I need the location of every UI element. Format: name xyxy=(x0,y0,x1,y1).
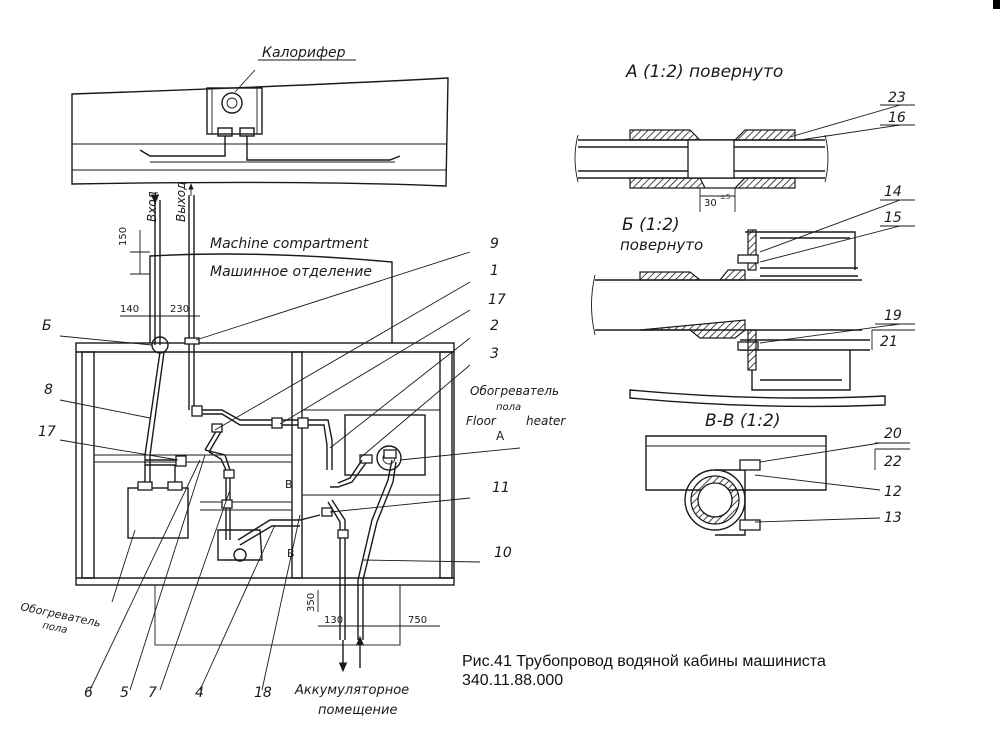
dim-140: 140 xyxy=(120,304,139,315)
marker-v-1: В xyxy=(285,478,293,491)
inlet-label: Вход xyxy=(145,191,159,222)
callout-6: 6 xyxy=(84,685,93,701)
floor-heater-left-2: пола xyxy=(41,620,68,636)
heater-label-en: heater xyxy=(526,414,566,428)
figure-caption: Рис.41 Трубопровод водяной кабины машини… xyxy=(462,652,922,690)
callout-17-right: 17 xyxy=(488,292,506,308)
floor-label-en: Floor xyxy=(466,414,497,428)
callout-20: 20 xyxy=(884,426,902,442)
caption-title: Рис.41 Трубопровод водяной кабины машини… xyxy=(462,653,826,670)
view-v: В-В (1:2) 20 22 12 13 xyxy=(645,411,910,536)
callout-b-left: Б xyxy=(42,318,52,334)
callout-22: 22 xyxy=(884,454,902,470)
dim-30: 30 xyxy=(704,198,717,209)
floor-heater-ru: Обогреватель xyxy=(470,384,559,398)
dim-750: 750 xyxy=(408,615,427,626)
dim-30-tol: ±5 xyxy=(720,193,730,201)
kalorifer-view: Калорифер xyxy=(71,45,449,187)
callout-13: 13 xyxy=(884,510,902,526)
battery-room-2: помещение xyxy=(318,703,397,718)
callout-18: 18 xyxy=(254,685,272,701)
view-b-title-1: Б (1:2) xyxy=(622,215,680,235)
dim-150: 150 xyxy=(118,227,129,246)
machine-compartment-en: Machine compartment xyxy=(210,236,369,252)
view-a: А (1:2) повернуто 30 ±5 23 16 xyxy=(574,62,915,212)
callout-9: 9 xyxy=(490,236,499,252)
view-v-title: В-В (1:2) xyxy=(705,411,781,431)
callout-4: 4 xyxy=(195,685,204,701)
view-b: Б (1:2) повернуто 14 15 19 21 xyxy=(591,184,915,408)
callout-8: 8 xyxy=(44,382,53,398)
callout-5: 5 xyxy=(120,685,129,701)
callout-2: 2 xyxy=(490,318,499,334)
callout-1: 1 xyxy=(490,263,499,279)
callout-19: 19 xyxy=(884,308,902,324)
view-b-title-2: повернуто xyxy=(620,236,703,254)
caption-code: 340.11.88.000 xyxy=(462,672,564,689)
battery-room-1: Аккумуляторное xyxy=(294,683,409,698)
outlet-label: Выход xyxy=(174,182,188,222)
marker-v-2: В xyxy=(287,547,295,560)
callout-14: 14 xyxy=(884,184,902,200)
view-a-title: А (1:2) повернуто xyxy=(625,62,783,82)
marker-a: А xyxy=(496,429,505,443)
callout-17-left: 17 xyxy=(38,424,56,440)
callout-23: 23 xyxy=(888,90,906,106)
dim-350: 350 xyxy=(306,593,317,612)
callout-12: 12 xyxy=(884,484,902,500)
kalorifer-label: Калорифер xyxy=(262,45,346,61)
callout-7: 7 xyxy=(148,685,157,701)
corner-mark xyxy=(993,0,1000,9)
callout-3: 3 xyxy=(490,346,499,362)
floor-heater-pola: пола xyxy=(496,402,521,413)
callout-21: 21 xyxy=(880,334,898,350)
machine-compartment-ru: Машинное отделение xyxy=(210,264,372,280)
callout-11: 11 xyxy=(492,480,510,496)
callout-16: 16 xyxy=(888,110,906,126)
callout-15: 15 xyxy=(884,210,902,226)
callout-10: 10 xyxy=(494,545,512,561)
main-view: 150 Machine compartment Машинное отделен… xyxy=(19,182,566,718)
dim-230: 230 xyxy=(170,304,189,315)
dim-130: 130 xyxy=(324,615,343,626)
